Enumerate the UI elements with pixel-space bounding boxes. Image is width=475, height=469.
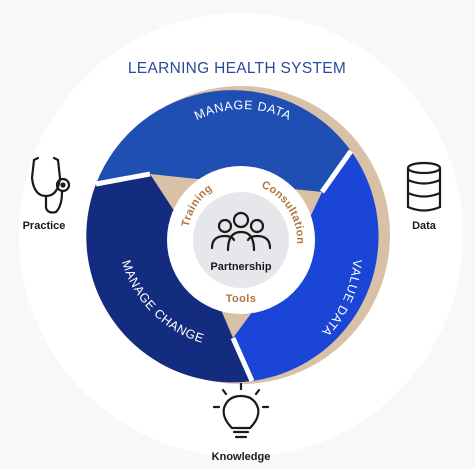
diagram-title: LEARNING HEALTH SYSTEM	[128, 60, 346, 77]
separator-left	[95, 171, 151, 187]
separator-bottom	[230, 336, 255, 383]
database-icon	[406, 161, 442, 212]
people-group-icon	[210, 211, 272, 252]
knowledge-label: Knowledge	[212, 451, 271, 463]
practice-label: Practice	[23, 220, 66, 232]
segment-manage-data	[96, 90, 351, 192]
center-label: Partnership	[210, 261, 271, 273]
center-circle	[193, 192, 289, 288]
label-tools: Tools	[226, 293, 257, 305]
data-label: Data	[412, 220, 437, 232]
segment-manage-change	[86, 174, 252, 383]
separator-right	[319, 149, 354, 194]
stethoscope-icon	[30, 156, 71, 214]
lightbulb-icon	[212, 382, 270, 439]
